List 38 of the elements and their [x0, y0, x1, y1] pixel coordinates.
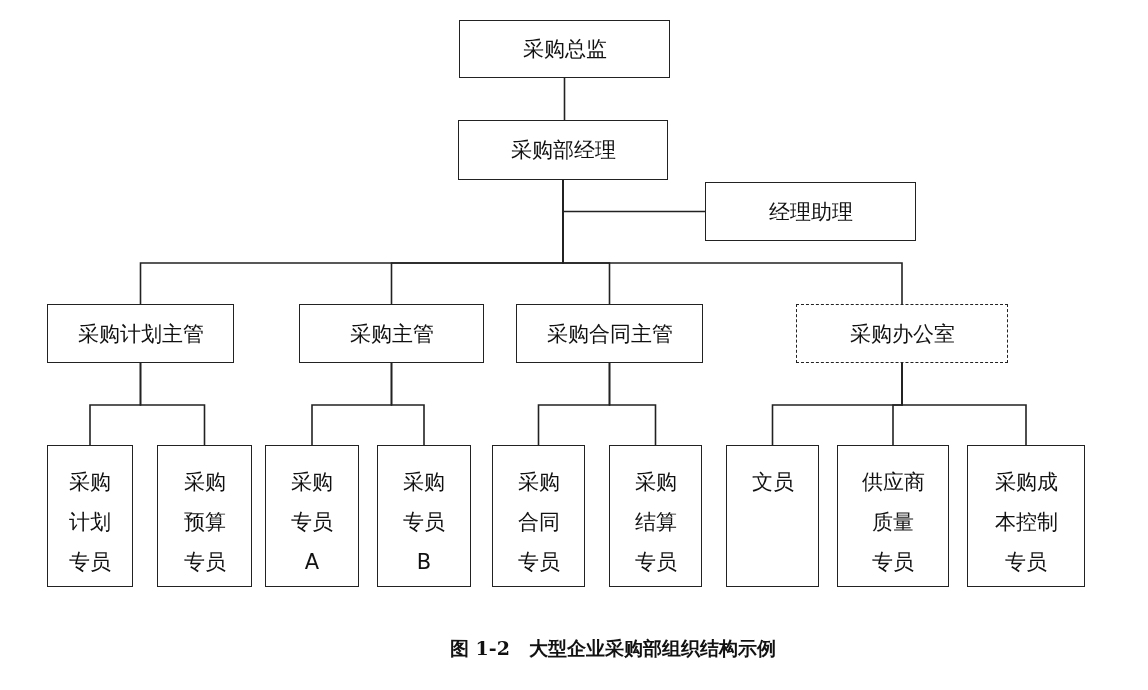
node-label: 采购合同主管	[546, 320, 673, 348]
staff-box	[837, 445, 949, 587]
node-label: 采购计划主管	[77, 320, 204, 348]
node-label: 采购计划专员	[69, 469, 111, 576]
process-box	[47, 304, 234, 363]
assistant-box	[705, 182, 916, 241]
node-label: 经理助理	[768, 198, 853, 226]
process-box	[516, 304, 703, 363]
top-box	[459, 20, 670, 78]
connector-line	[901, 362, 1027, 446]
process-box	[458, 120, 668, 180]
process-box	[299, 304, 484, 363]
staff-box	[157, 445, 252, 587]
staff-box	[47, 445, 133, 587]
node-label: 文员	[751, 469, 794, 496]
dashed-box	[796, 304, 1008, 363]
staff-box	[492, 445, 585, 587]
connector-line	[563, 77, 566, 121]
connector-line	[390, 362, 425, 446]
node-label: 供应商质量专员	[861, 469, 925, 576]
connector-line	[139, 362, 206, 446]
staff-box	[609, 445, 702, 587]
staff-box	[377, 445, 471, 587]
connector-line	[608, 362, 657, 446]
node-label: 采购办公室	[849, 320, 955, 348]
node-label: 采购结算专员	[634, 469, 677, 576]
staff-box	[726, 445, 819, 587]
node-label: 采购部经理	[510, 137, 616, 164]
staff-box	[967, 445, 1085, 587]
node-label: 采购合同专员	[517, 469, 560, 576]
node-label: 采购专员B	[403, 469, 445, 576]
staff-box	[265, 445, 359, 587]
node-label: 采购成本控制专员	[994, 469, 1058, 576]
figure-caption: 图 1-2 大型企业采购部组织结构示例	[450, 636, 776, 661]
node-label: 采购专员A	[291, 469, 333, 576]
node-label: 采购主管	[349, 320, 434, 348]
node-label: 采购总监	[522, 36, 607, 63]
node-label: 采购预算专员	[183, 469, 226, 576]
